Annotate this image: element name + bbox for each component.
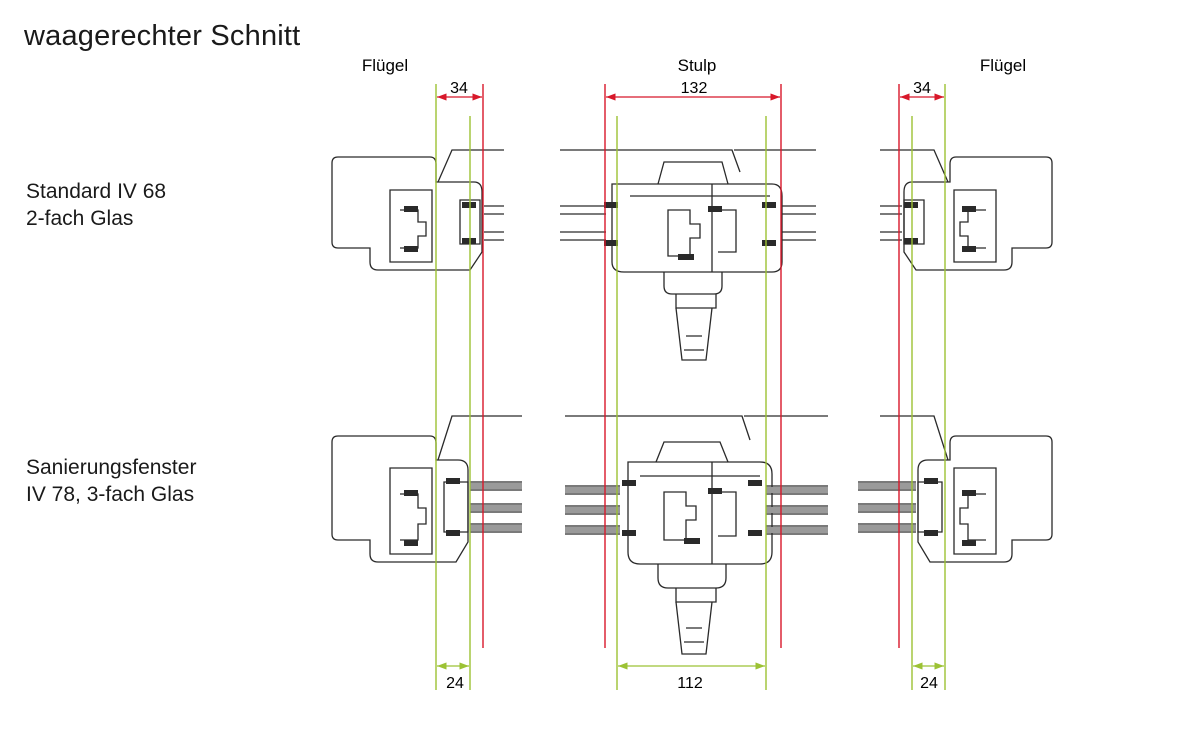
profiles-row-renovation	[331, 415, 1053, 655]
green-reference-lines	[435, 84, 946, 690]
row-label-standard: Standard IV 68 2-fach Glas	[26, 178, 166, 232]
page-title: waagerechter Schnitt	[24, 20, 301, 52]
dimensions-bottom: 24 112 24	[437, 662, 944, 692]
column-label-left: Flügel	[362, 56, 408, 75]
column-label-middle: Stulp	[678, 56, 717, 75]
red-reference-lines	[482, 84, 900, 648]
dimension-top-middle: 132	[681, 80, 708, 97]
column-label-right: Flügel	[980, 56, 1026, 75]
dimension-bottom-middle: 112	[677, 675, 703, 692]
dimensions-top: 34 132 34	[437, 80, 944, 101]
dimension-top-right: 34	[913, 80, 931, 97]
row-label-standard-line1: Standard IV 68	[26, 180, 167, 203]
gaskets-row-standard	[404, 202, 976, 260]
gaskets-row-renovation	[404, 478, 976, 546]
row-label-renovation-line2: IV 78, 3-fach Glas	[26, 483, 195, 506]
dimension-bottom-left: 24	[446, 675, 464, 692]
row-label-renovation: Sanierungsfenster IV 78, 3-fach Glas	[26, 454, 196, 508]
glass-panes-row-renovation	[470, 483, 916, 533]
dimension-bottom-right: 24	[920, 675, 938, 692]
dimension-top-left: 34	[450, 80, 468, 97]
row-label-standard-line2: 2-fach Glas	[26, 207, 134, 230]
row-label-renovation-line1: Sanierungsfenster	[26, 456, 197, 479]
profiles-row-standard	[331, 149, 1053, 361]
